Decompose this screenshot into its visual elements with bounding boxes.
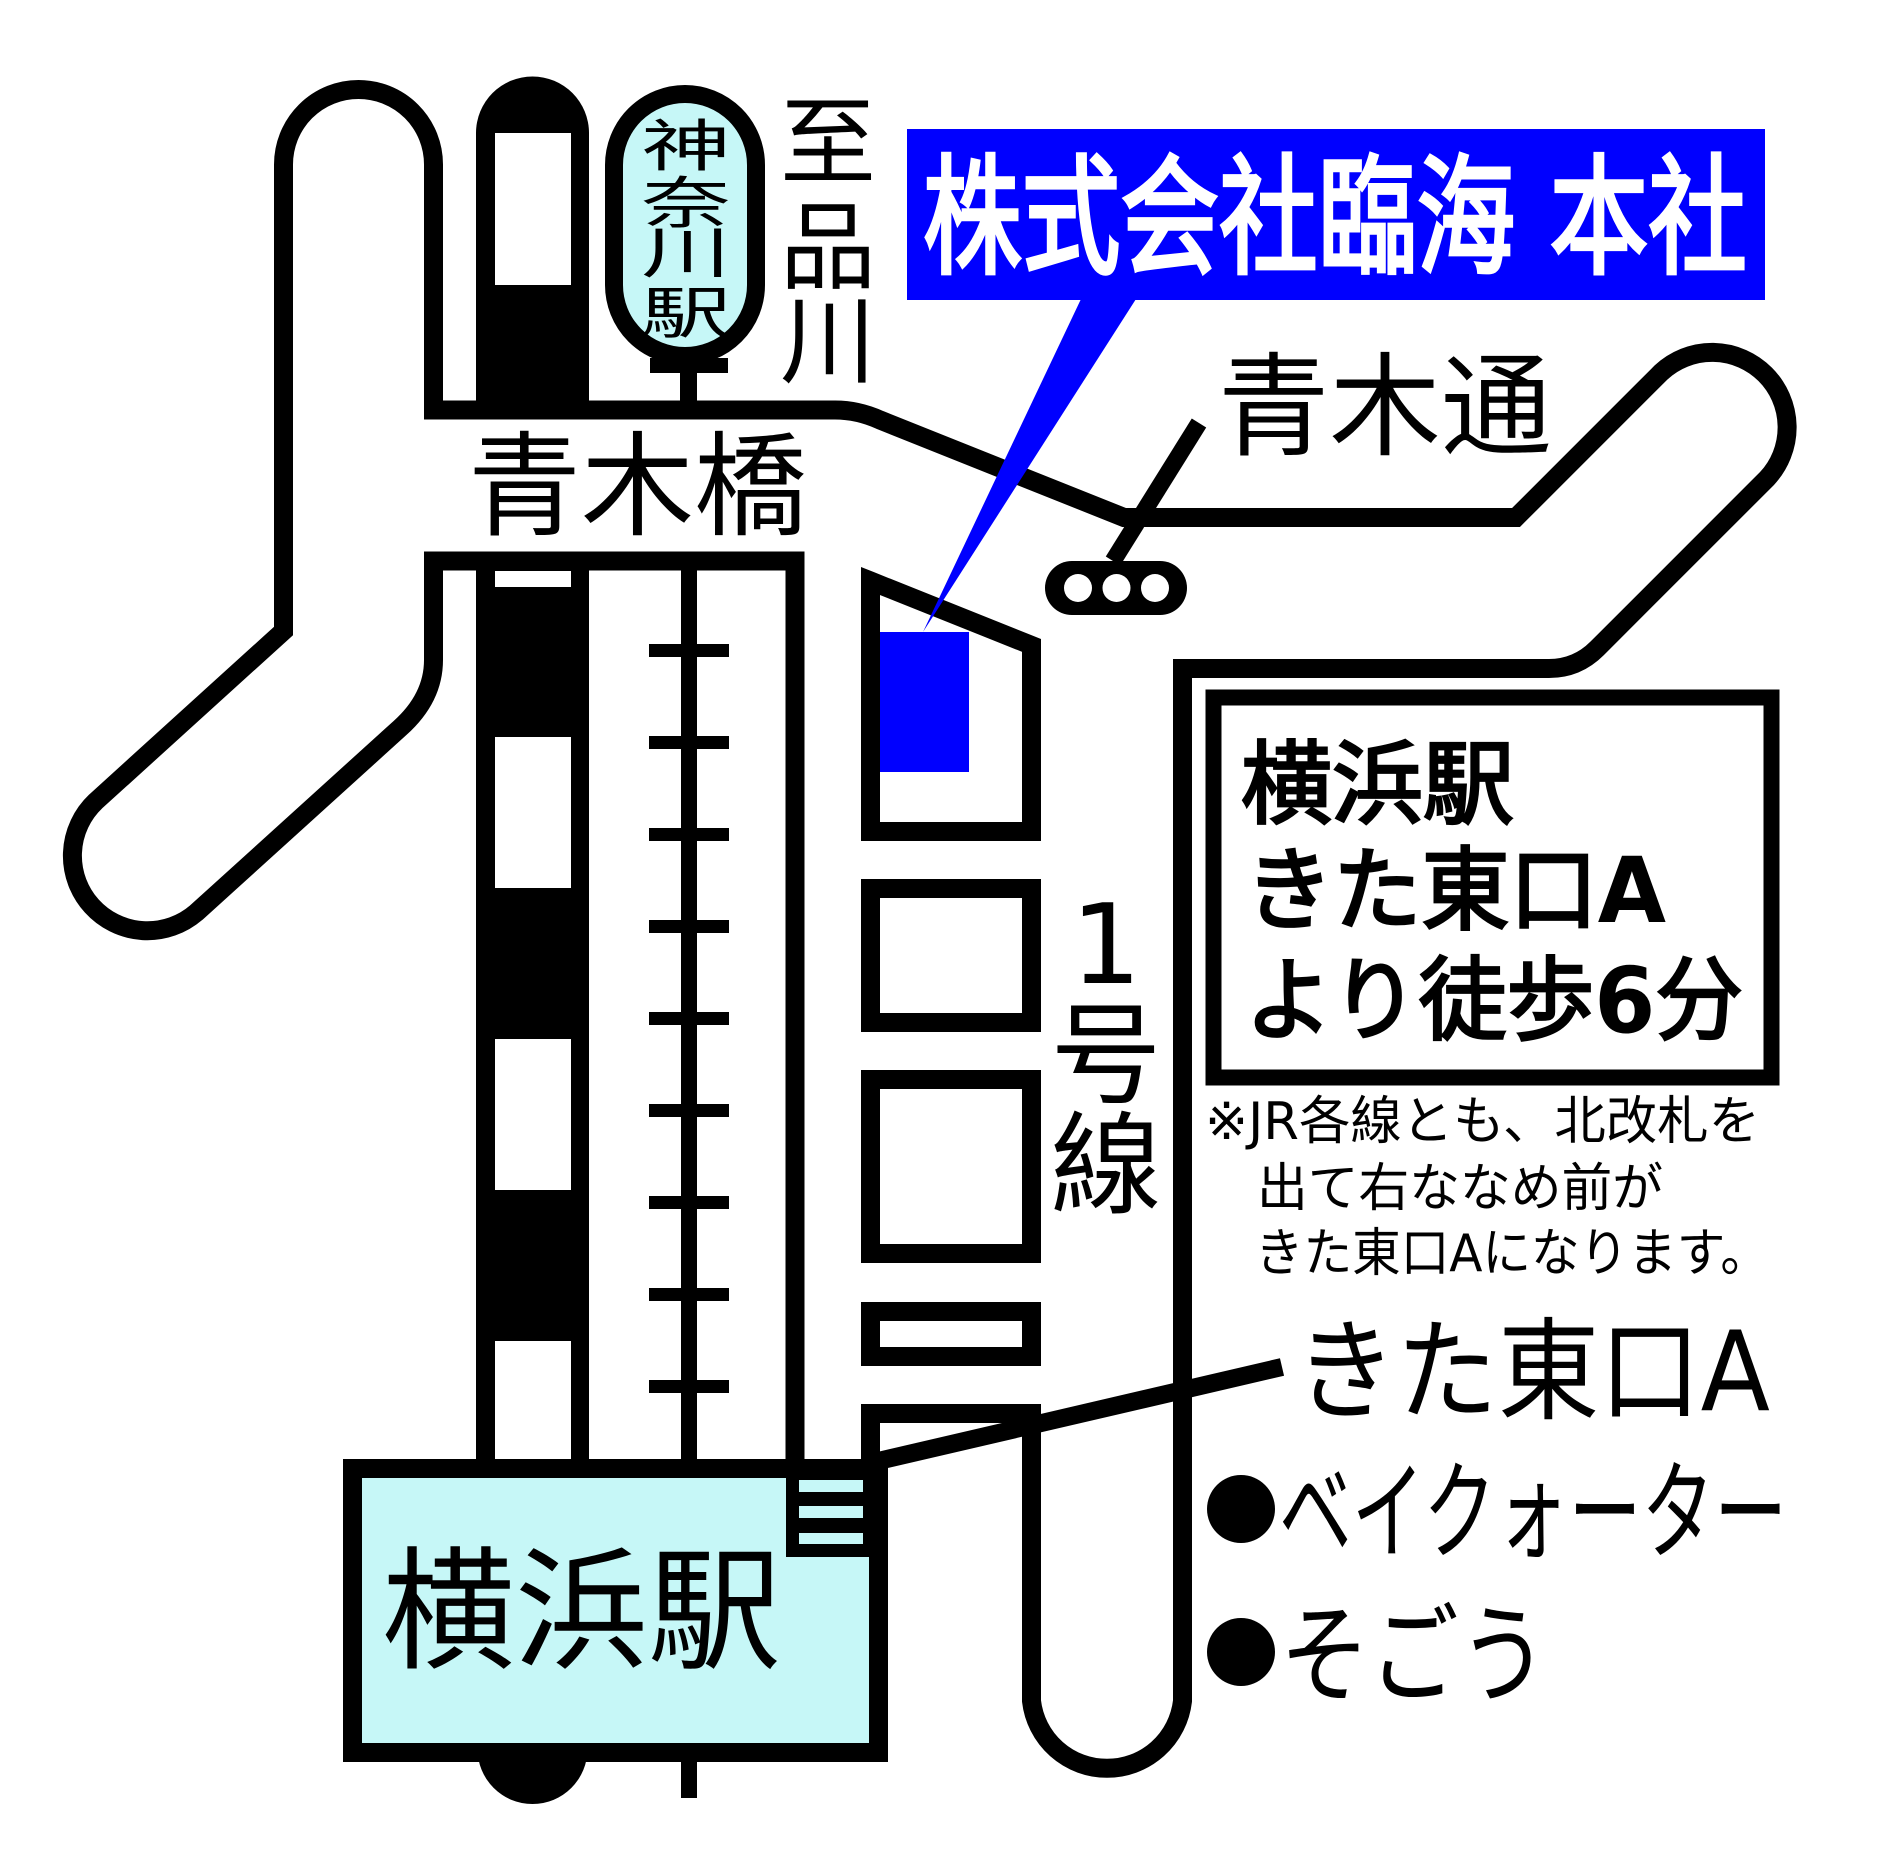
railway-track-window xyxy=(495,737,571,888)
railway-track-window xyxy=(495,571,571,587)
exit-a-leader-line xyxy=(871,1358,1285,1471)
kanagawa-station-label-char: 奈 xyxy=(641,171,731,236)
kanagawa-station-label-char: 駅 xyxy=(641,281,731,346)
to-shinagawa-label-char: 品 xyxy=(780,192,876,304)
kanagawa-station-label-char: 神 xyxy=(641,114,731,179)
building-block xyxy=(861,1302,1041,1366)
rail-line xyxy=(681,561,697,1460)
traffic-signal-pole xyxy=(1105,418,1207,566)
company-banner-label: 株式会社臨海 本社 xyxy=(923,142,1747,294)
company-callout: 株式会社臨海 本社 xyxy=(907,129,1765,632)
railway-track-window xyxy=(495,1341,571,1460)
office-location-marker xyxy=(880,632,969,772)
bullet-icon xyxy=(1207,1618,1275,1686)
to-shinagawa-label-char: 川 xyxy=(780,286,876,398)
building-block xyxy=(861,1070,1041,1263)
buildings xyxy=(861,566,1041,1366)
railway-upper-segment xyxy=(476,76,589,410)
left-road-outline xyxy=(62,80,805,1462)
rail-tie xyxy=(649,736,729,749)
route-1-label-char: 号 xyxy=(1050,992,1161,1121)
railway-track-window xyxy=(495,133,571,285)
to-shinagawa-label: 至 品 川 xyxy=(780,87,876,398)
kanagawa-station-stem xyxy=(680,372,697,402)
info-box-line: きた東口A xyxy=(1245,839,1666,944)
note-line: 出て右ななめ前が xyxy=(1257,1159,1663,1219)
rail-tie xyxy=(649,1012,729,1025)
aoki-street-label: 青木通 xyxy=(1218,343,1552,473)
exit-stairs-icon xyxy=(786,1459,879,1557)
aoki-bridge-label: 青木橋 xyxy=(468,421,807,553)
rail-tie xyxy=(649,1104,729,1117)
bullet-icon xyxy=(1207,1475,1275,1543)
info-box-line: 横浜駅 xyxy=(1241,733,1514,838)
yokohama-station-label: 横浜駅 xyxy=(382,1536,781,1690)
landmark-label-sogo: そごう xyxy=(1280,1594,1548,1719)
traffic-signal-icon xyxy=(1045,418,1207,615)
rail-tie xyxy=(649,1196,729,1209)
yokohama-station-block xyxy=(343,1459,888,1762)
info-box-frame xyxy=(1205,689,1780,1086)
rail-tie xyxy=(649,644,729,657)
rail-tie xyxy=(649,920,729,933)
rail-tie xyxy=(649,1380,729,1393)
note-line: ※JR各線とも、北改札を xyxy=(1205,1092,1760,1152)
route-1-label: 1 号 線 xyxy=(1050,881,1161,1231)
exit-note: ※JR各線とも、北改札を 出て右ななめ前が きた東口Aになります。 xyxy=(1205,1092,1769,1284)
route-1-label-char: 線 xyxy=(1050,1102,1161,1231)
kanagawa-station-label: 神 奈 川 駅 xyxy=(641,114,731,346)
rail-line-south xyxy=(681,1752,697,1798)
landmark-label-bayquarter: ベイクォーター xyxy=(1279,1451,1787,1576)
railway-lower-segment xyxy=(476,561,589,1804)
kanagawa-station-label-char: 川 xyxy=(641,221,731,286)
access-info-box: 横浜駅 きた東口A より徒歩6分 xyxy=(1205,689,1780,1086)
kanagawa-station-pill xyxy=(605,85,765,365)
route-1-label-char: 1 xyxy=(1071,881,1142,1010)
info-box-line: より徒歩6分 xyxy=(1245,949,1743,1054)
railway-track-window xyxy=(495,1039,571,1190)
rail-tie xyxy=(649,828,729,841)
exit-a-label: きた東口A xyxy=(1295,1308,1770,1437)
callout-pointer xyxy=(923,299,1136,632)
to-shinagawa-label-char: 至 xyxy=(780,87,876,199)
railway-track-band xyxy=(476,561,589,1460)
aoki-street-route1-outline xyxy=(424,342,1797,1778)
yokohama-station-building xyxy=(343,1459,888,1762)
secondary-railway-line xyxy=(649,561,729,1798)
building-block xyxy=(861,879,1041,1032)
note-line: きた東口Aになります。 xyxy=(1255,1224,1769,1284)
kanagawa-station-marker xyxy=(605,85,765,402)
company-banner xyxy=(907,129,1765,300)
rail-tie xyxy=(649,1288,729,1301)
